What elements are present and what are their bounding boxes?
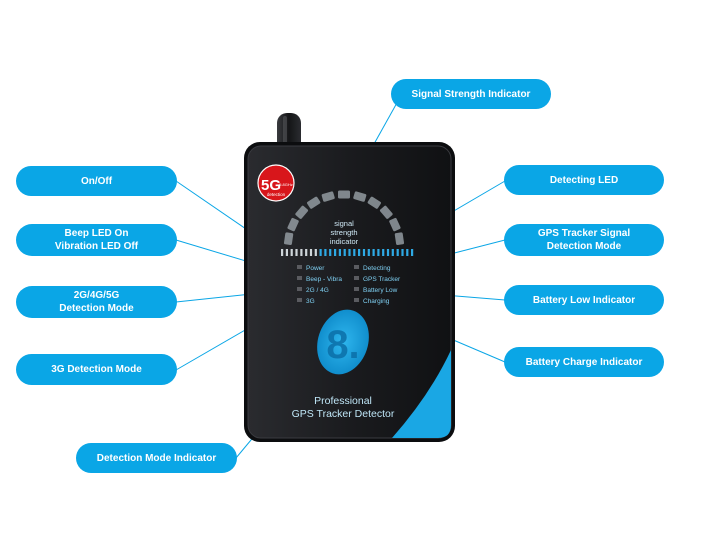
signal-tick <box>358 249 361 256</box>
signal-arc-segment <box>379 205 393 219</box>
brand-line-professional: Professional <box>314 395 372 407</box>
brand-line-detector: GPS Tracker Detector <box>292 408 395 420</box>
signal-tick <box>353 249 356 256</box>
signal-arc-segment <box>353 191 367 202</box>
callout-signal-strength-text: Signal Strength Indicator <box>411 88 531 100</box>
led-beep-vibra <box>297 276 302 280</box>
signal-arc-segment <box>307 196 321 209</box>
signal-tick <box>348 249 351 256</box>
signal-arc-segment <box>283 232 294 246</box>
badge-ghz-text: 5.8GHz <box>279 182 293 187</box>
signal-tick <box>396 249 399 256</box>
callout-detecting-led-text: Detecting LED <box>549 174 619 186</box>
seven-segment-display: 8. <box>317 309 369 375</box>
signal-arc-segment <box>389 217 401 232</box>
led-charging <box>354 298 359 302</box>
callout-battery-charge-text: Battery Charge Indicator <box>525 356 643 368</box>
signal-tick <box>377 249 380 256</box>
signal-arc-segment <box>367 196 381 209</box>
meter-label-signal: signal <box>334 219 354 228</box>
led-detecting <box>354 265 359 269</box>
badge-detection-text: detection <box>267 192 286 197</box>
signal-arc-segment <box>295 205 309 219</box>
led-label-gps-tracker: GPS Tracker <box>363 276 401 283</box>
signal-tick <box>334 249 337 256</box>
callout-gps-signal-line2: Detection Mode <box>546 241 622 252</box>
led-label-2g-4g: 2G / 4G <box>306 287 329 294</box>
meter-label-indicator: indicator <box>330 237 359 246</box>
callout-2g-mode-line1: 2G/4G/5G <box>73 290 120 301</box>
callout-2g-mode-line2: Detection Mode <box>59 303 134 314</box>
callout-beep-led: Beep LED On Vibration LED Off <box>16 224 177 256</box>
callout-3g-mode: 3G Detection Mode <box>16 354 177 385</box>
signal-arc-segment <box>287 217 299 232</box>
signal-strength-meter <box>283 190 405 246</box>
signal-tick <box>372 249 375 256</box>
led-battery-low <box>354 287 359 291</box>
signal-tick <box>290 249 293 256</box>
callout-detection-mode: Detection Mode Indicator <box>76 443 237 473</box>
signal-tick <box>338 249 341 256</box>
signal-tick <box>329 249 332 256</box>
callout-2g-mode: 2G/4G/5G Detection Mode <box>16 286 177 318</box>
signal-tick-bar <box>281 249 414 256</box>
signal-tick <box>285 249 288 256</box>
callout-detection-mode-text: Detection Mode Indicator <box>96 452 217 464</box>
signal-arc-segment <box>338 190 350 199</box>
signal-tick <box>362 249 366 256</box>
5g-badge: 5G 5.8GHz detection <box>257 164 295 202</box>
display-digit: 8. <box>326 323 359 367</box>
signal-tick <box>343 249 346 256</box>
callout-beep-led-line1: Beep LED On <box>64 228 129 239</box>
led-label-power: Power <box>306 265 325 272</box>
signal-tick <box>295 249 298 256</box>
callout-beep-led-line2: Vibration LED Off <box>54 241 139 252</box>
signal-tick <box>391 249 394 256</box>
signal-tick <box>305 249 308 256</box>
device-body <box>244 142 455 442</box>
signal-tick <box>367 249 370 256</box>
callout-battery-charge: Battery Charge Indicator <box>504 347 664 377</box>
signal-tick <box>309 249 313 256</box>
led-3g <box>297 298 302 302</box>
signal-tick <box>386 249 390 256</box>
callout-gps-signal-line1: GPS Tracker Signal <box>537 228 631 239</box>
callout-battery-low: Battery Low Indicator <box>504 285 664 315</box>
signal-tick <box>401 249 404 256</box>
led-label-3g: 3G <box>306 298 315 305</box>
signal-tick <box>406 249 409 256</box>
signal-tick <box>314 249 317 256</box>
signal-tick <box>382 249 385 256</box>
callout-on-off: On/Off <box>16 166 177 196</box>
signal-arc-segment <box>394 232 405 246</box>
callout-on-off-text: On/Off <box>80 175 113 187</box>
callout-gps-signal: GPS Tracker Signal Detection Mode <box>504 224 664 256</box>
callout-3g-mode-text: 3G Detection Mode <box>51 364 142 375</box>
led-label-detecting: Detecting <box>363 265 391 272</box>
led-power <box>297 265 302 269</box>
callout-battery-low-text: Battery Low Indicator <box>532 294 636 306</box>
signal-tick <box>300 249 303 256</box>
led-2g-4g <box>297 287 302 291</box>
signal-tick <box>411 249 414 256</box>
badge-5g-text: 5G <box>261 177 281 194</box>
callout-signal-strength: Signal Strength Indicator <box>391 79 551 109</box>
callout-detecting-led: Detecting LED <box>504 165 664 195</box>
signal-tick <box>324 249 327 256</box>
led-label-battery-low: Battery Low <box>363 287 398 294</box>
led-label-charging: Charging <box>363 298 390 305</box>
led-gps-tracker <box>354 276 359 280</box>
led-indicator-panel: Power Beep - Vibra 2G / 4G 3G Detecting … <box>297 265 401 305</box>
signal-tick <box>319 249 322 256</box>
meter-label-strength: strength <box>330 228 357 237</box>
signal-tick <box>281 249 284 256</box>
signal-arc-segment <box>321 191 335 202</box>
led-label-beep-vibra: Beep - Vibra <box>306 276 342 283</box>
